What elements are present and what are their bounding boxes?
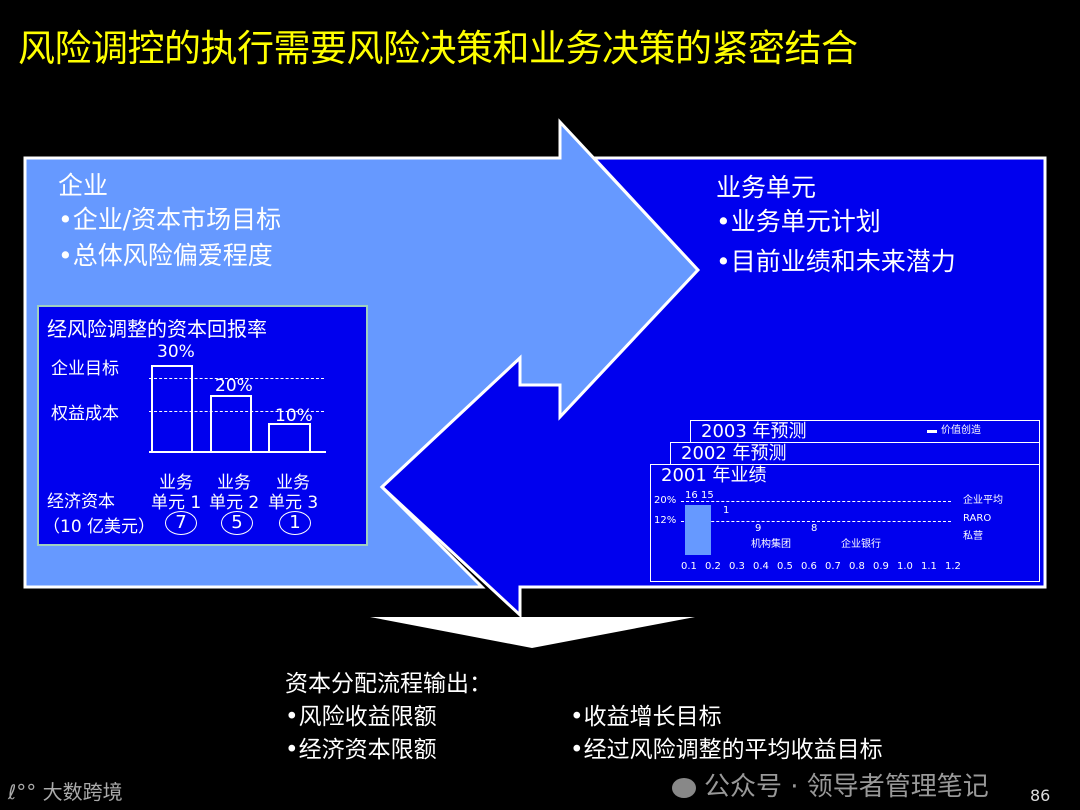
x-ticks: 0.1 0.2 0.3 0.4 0.5 0.6 0.7 0.8 0.9 1.0 … [681, 561, 969, 573]
page-number: 86 [1030, 786, 1051, 805]
equity-cost-line [149, 411, 324, 412]
unit-label: 单元 1 [151, 493, 202, 513]
raroc-panel: 经风险调整的资本回报率 企业目标 权益成本 30% 20% 10% 业务 单元 … [37, 305, 368, 546]
segment-label: 机构集团 [751, 539, 791, 550]
report-2001: 2001 年业绩 20% 12% 16 15 1 9 8 机构集团 企业银行 企… [650, 464, 1040, 582]
output-bullet: •收益增长目标 [570, 704, 722, 730]
x-tick: 0.7 [825, 561, 841, 572]
enterprise-bullet: •企业/资本市场目标 [58, 205, 282, 234]
output-bullet: •风险收益限额 [285, 704, 437, 730]
capital-label: 经济资本 [47, 492, 115, 512]
bar-label: 30% [157, 342, 195, 362]
right-label: 私营 [963, 531, 983, 542]
report-title: 2001 年业绩 [661, 465, 767, 486]
x-tick: 0.3 [729, 561, 745, 572]
axis-label: 20% [654, 495, 677, 506]
x-tick: 1.0 [897, 561, 913, 572]
unit-label: 单元 3 [268, 493, 319, 513]
slide-title: 风险调控的执行需要风险决策和业务决策的紧密结合 [18, 27, 858, 70]
unit-label: 单元 2 [209, 493, 260, 513]
output-down-arrow [370, 617, 695, 648]
segment-bar [685, 505, 711, 555]
output-bullet: •经过风险调整的平均收益目标 [570, 737, 883, 763]
business-unit-bullet: •业务单元计划 [716, 207, 881, 236]
equity-line [681, 521, 951, 522]
report-title: 2003 年预测 [701, 421, 807, 442]
bar-label: 20% [215, 376, 253, 396]
report-title: 2002 年预测 [681, 443, 787, 464]
watermark-left: ℓ°° 大数跨境 [8, 780, 123, 804]
x-tick: 0.1 [681, 561, 697, 572]
logo-icon: ℓ°° [8, 780, 43, 804]
enterprise-target-line [149, 378, 324, 379]
x-tick: 0.6 [801, 561, 817, 572]
bar-label: 10% [275, 406, 313, 426]
watermark-right: 公众号 · 领导者管理笔记 [672, 766, 989, 803]
capital-value: 7 [165, 511, 197, 535]
enterprise-heading: 企业 [58, 171, 109, 200]
output-bullet: •经济资本限额 [285, 737, 437, 763]
business-unit-heading: 业务单元 [716, 173, 817, 202]
output-heading: 资本分配流程输出： [285, 671, 492, 697]
value-label: 9 [755, 523, 762, 534]
value-label: 8 [811, 523, 818, 534]
x-tick: 0.9 [873, 561, 889, 572]
value-label: 15 [701, 490, 714, 501]
x-tick: 0.2 [705, 561, 721, 572]
legend-label: 价值创造 [941, 425, 981, 436]
x-tick: 0.5 [777, 561, 793, 572]
value-label: 1 [723, 505, 730, 516]
line-label-enterprise-target: 企业目标 [51, 359, 119, 379]
segment-label: 企业银行 [841, 539, 881, 550]
value-label: 16 [685, 490, 698, 501]
right-label: 企业平均 [963, 495, 1003, 506]
business-unit-bullet: •目前业绩和未来潜力 [716, 247, 956, 276]
x-tick: 0.8 [849, 561, 865, 572]
capital-unit: （10 亿美元） [43, 517, 156, 537]
axis-label: 12% [654, 515, 677, 526]
line-label-equity-cost: 权益成本 [51, 404, 119, 424]
bar-unit-2 [210, 395, 252, 451]
bar-unit-1 [151, 365, 193, 451]
capital-value: 5 [221, 511, 253, 535]
capital-value: 1 [279, 511, 311, 535]
bar-unit-3 [268, 423, 311, 451]
avg-line [681, 501, 951, 502]
legend-swatch [927, 430, 937, 433]
right-label: RARO [963, 513, 992, 524]
x-tick: 1.2 [945, 561, 961, 572]
wechat-icon [672, 777, 696, 798]
raroc-title: 经风险调整的资本回报率 [47, 317, 267, 341]
x-tick: 0.4 [753, 561, 769, 572]
unit-label: 业务 [276, 473, 310, 493]
unit-label: 业务 [217, 473, 251, 493]
enterprise-bullet: •总体风险偏爱程度 [58, 241, 273, 270]
x-tick: 1.1 [921, 561, 937, 572]
unit-label: 业务 [159, 473, 193, 493]
bar-baseline [149, 451, 326, 453]
